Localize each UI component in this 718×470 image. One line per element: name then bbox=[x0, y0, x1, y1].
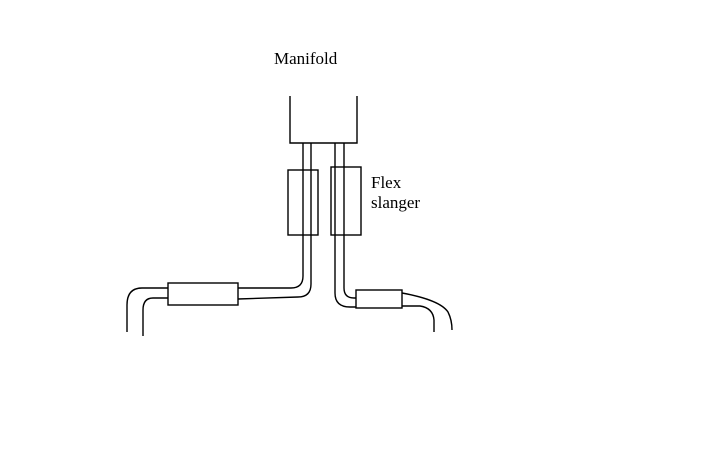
right-pipe-inner-wall bbox=[334, 143, 356, 308]
flex-label-line2: slanger bbox=[371, 193, 421, 212]
left-pipe-inner-wall bbox=[238, 143, 304, 289]
flex-label-line1: Flex bbox=[371, 173, 402, 192]
left-tailpipe-outer-wall bbox=[126, 287, 168, 332]
manifold-block bbox=[289, 96, 358, 144]
right-muffler bbox=[355, 289, 403, 309]
left-muffler bbox=[167, 282, 239, 306]
left-pipe-outer-wall bbox=[237, 143, 312, 300]
right-flex-connector bbox=[330, 166, 362, 236]
left-tailpipe-inner-wall bbox=[142, 297, 168, 336]
manifold-label: Manifold bbox=[274, 49, 338, 68]
right-tailpipe-inner-wall bbox=[402, 305, 435, 332]
flex-slanger-label: Flex slanger bbox=[371, 173, 420, 213]
right-pipe-outer-wall bbox=[343, 143, 356, 299]
right-tailpipe-outer-wall bbox=[401, 292, 453, 331]
